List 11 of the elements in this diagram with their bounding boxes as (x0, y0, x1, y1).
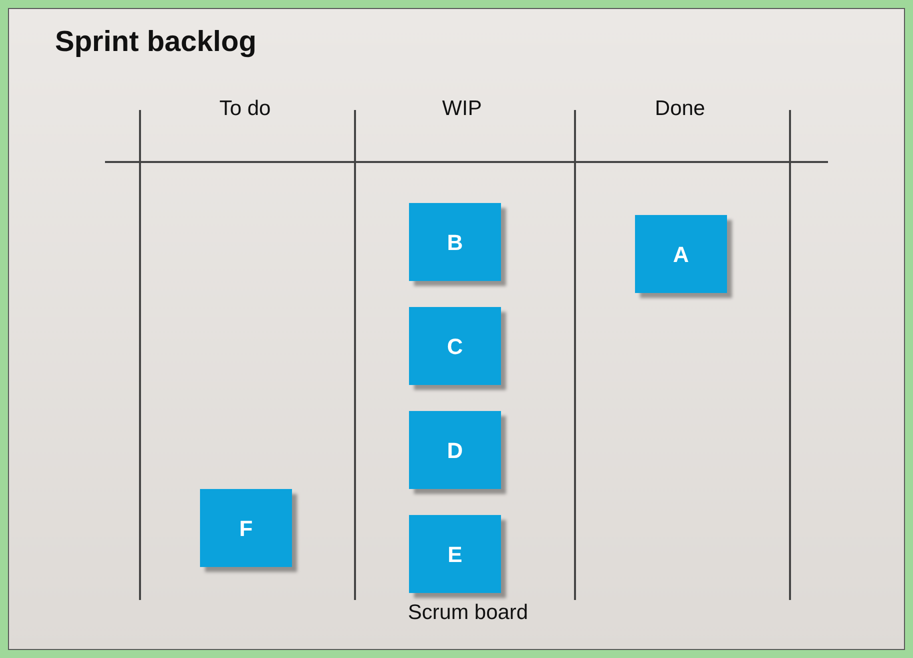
column-header: Done (654, 98, 706, 119)
task-card: E (409, 515, 501, 593)
task-card: A (635, 215, 727, 293)
caption: Scrum board (408, 602, 528, 623)
task-card: C (409, 307, 501, 385)
column-header: To do (219, 98, 271, 119)
column-header: WIP (442, 98, 482, 119)
task-card: F (200, 489, 292, 567)
task-card: D (409, 411, 501, 489)
title: Sprint backlog (55, 28, 256, 57)
task-card: B (409, 203, 501, 281)
